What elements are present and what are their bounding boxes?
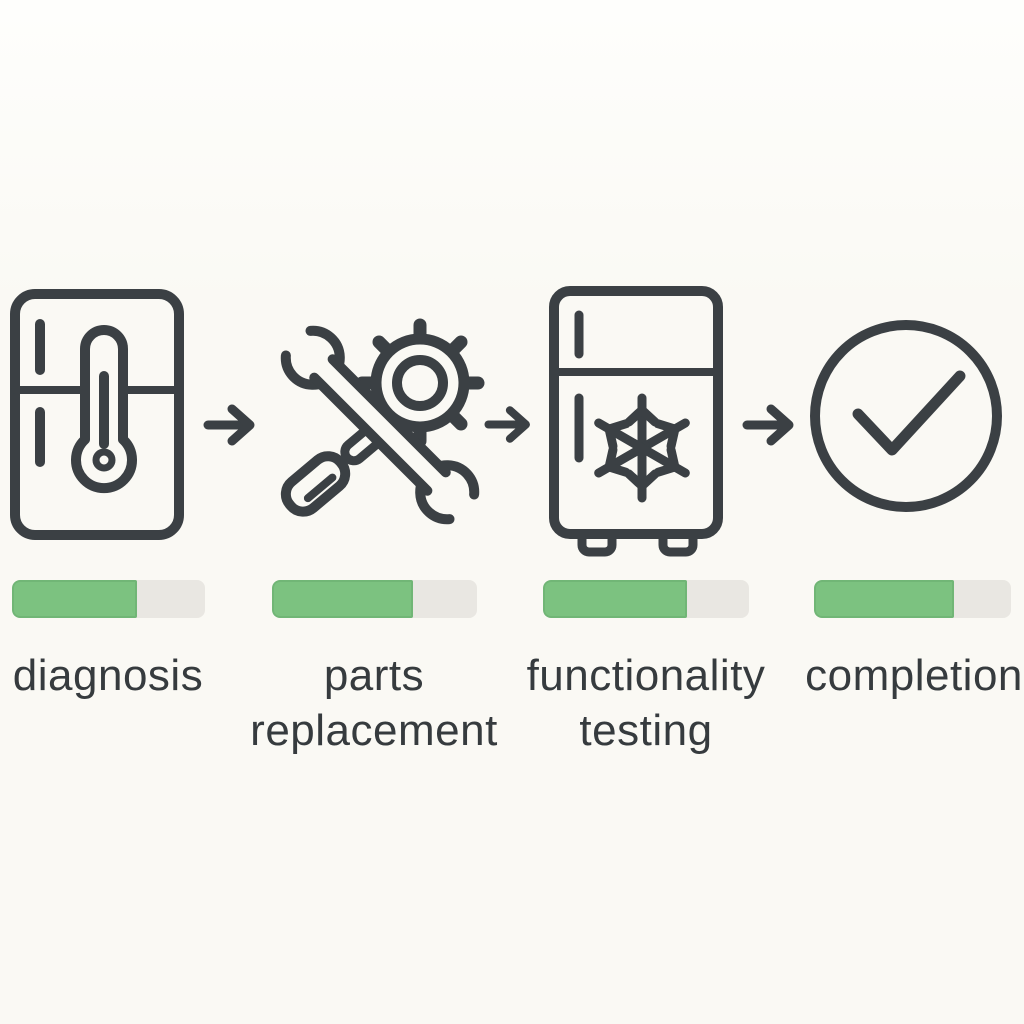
progress-fill	[543, 580, 688, 618]
arrow-right-icon	[484, 406, 530, 443]
progress-fill	[272, 580, 414, 618]
fridge-snowflake-icon	[549, 286, 723, 557]
step-label-line: parts	[323, 651, 425, 700]
step-label-line: replacement	[250, 706, 498, 755]
step-label-completion: completion	[749, 648, 1024, 703]
progress-bar-completion	[814, 580, 1011, 618]
step-label-diagnosis: diagnosis	[0, 648, 273, 703]
fridge-thermometer-icon	[10, 289, 184, 540]
progress-bar-diagnosis	[12, 580, 205, 618]
step-label-line: completion	[805, 651, 1023, 700]
arrow-right-icon	[742, 404, 794, 446]
progress-bar-parts-replacement	[272, 580, 477, 618]
step-label-line: functionality	[526, 651, 766, 700]
step-label-line: diagnosis	[12, 651, 204, 700]
arrow-right-icon	[203, 404, 255, 446]
step-label-parts-replacement: parts replacement	[209, 648, 539, 758]
check-circle-icon	[810, 320, 1002, 512]
step-label-line: testing	[579, 706, 713, 755]
progress-fill	[814, 580, 954, 618]
wrench-gear-screwdriver-icon	[280, 318, 485, 525]
progress-bar-functionality-testing	[543, 580, 749, 618]
progress-fill	[12, 580, 138, 618]
step-label-functionality-testing: functionality testing	[481, 648, 811, 758]
